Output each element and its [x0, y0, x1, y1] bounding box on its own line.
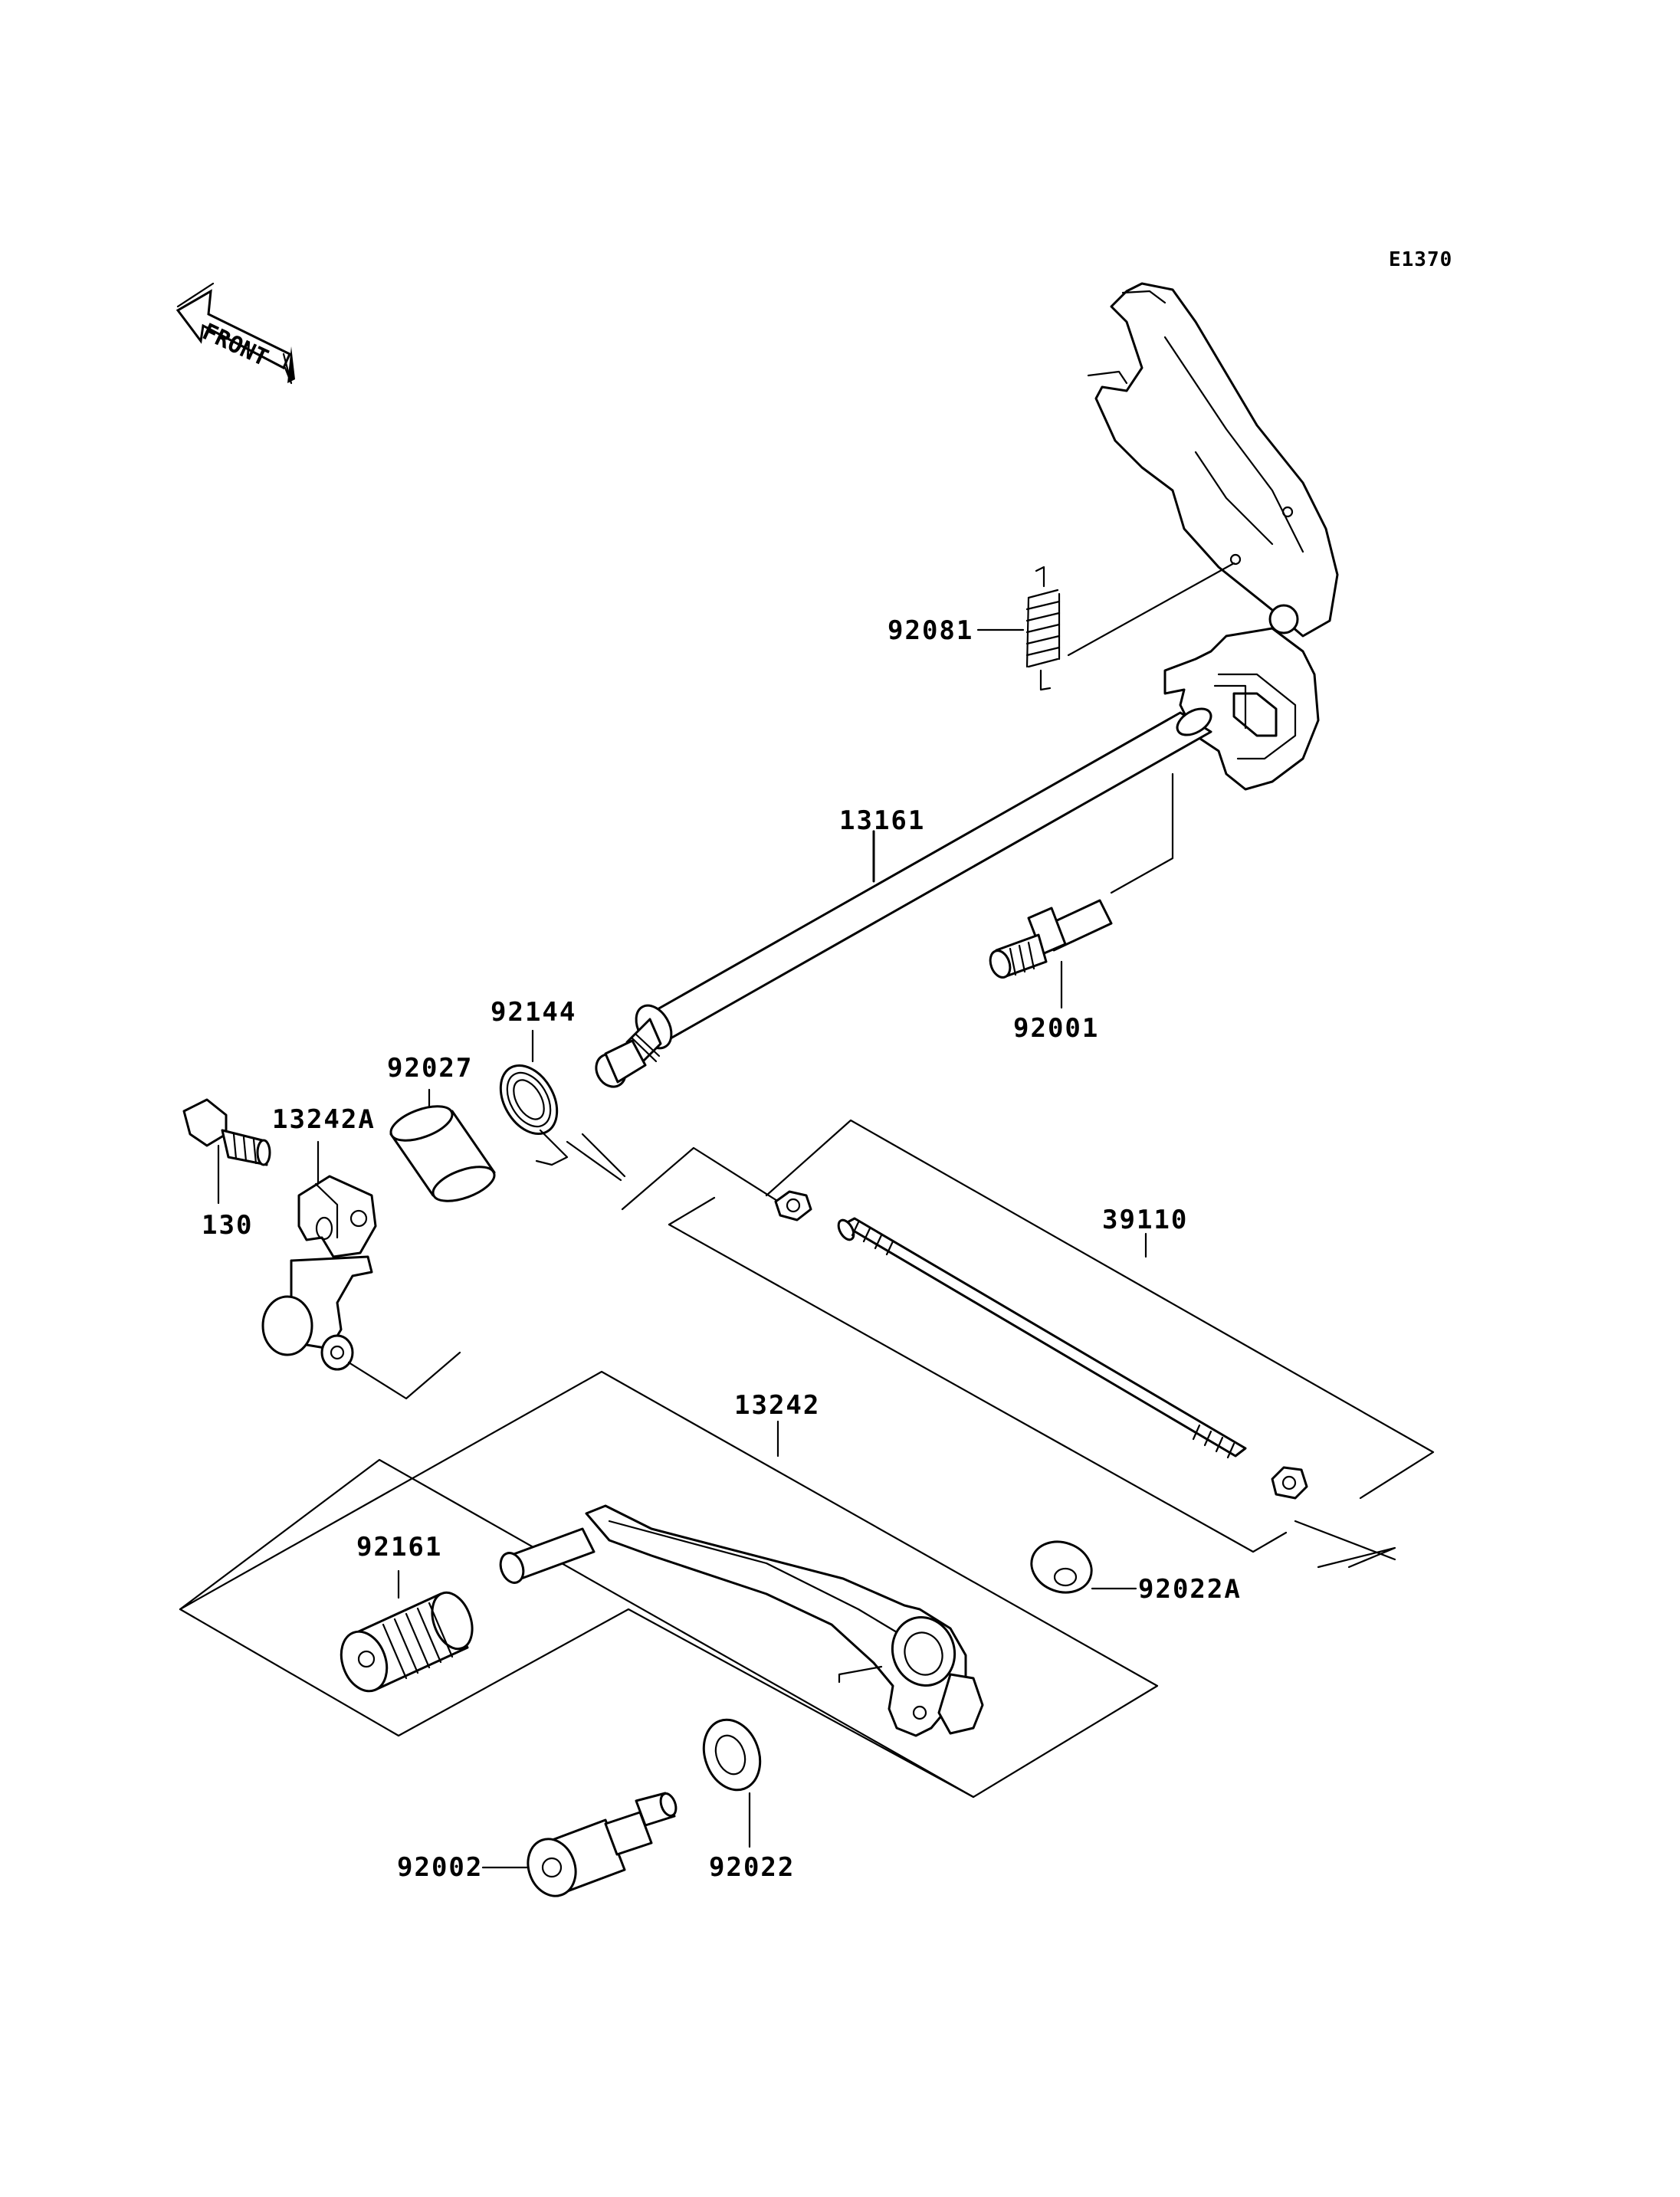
spring-92081: 92081 [888, 562, 1235, 691]
label-13242A: 13242A [272, 1104, 376, 1135]
label-39110: 39110 [1102, 1205, 1188, 1235]
label-92022: 92022 [709, 1852, 795, 1883]
label-13161: 13161 [839, 805, 925, 836]
front-arrow-icon: FRONT [176, 282, 295, 385]
pedal-13242: 13242 [179, 1370, 1159, 1799]
label-92022A: 92022A [1138, 1574, 1242, 1605]
clamp-13242A: 13242A [272, 1104, 377, 1258]
bolt-130: 130 [182, 1098, 271, 1241]
rod-joint [261, 1255, 461, 1400]
washer-92022A: 92022A [1030, 1540, 1242, 1605]
tie-rod-39110: 39110 [621, 1119, 1435, 1569]
label-92002: 92002 [397, 1852, 483, 1883]
label-130: 130 [202, 1210, 253, 1241]
label-92081: 92081 [888, 615, 973, 646]
bolt-92002: 92002 [397, 1792, 678, 1897]
spring-92144: 92144 [491, 997, 626, 1182]
label-92144: 92144 [491, 997, 576, 1028]
shift-arm [1087, 282, 1339, 791]
rubber-92161: 92161 [340, 1532, 474, 1693]
label-92001: 92001 [1013, 1013, 1099, 1044]
shaft-13161: 13161 [595, 707, 1212, 1088]
diagram-code: E1370 [1389, 248, 1452, 271]
label-13242: 13242 [734, 1390, 820, 1421]
collar-92027: 92027 [387, 1053, 496, 1202]
label-92161: 92161 [356, 1532, 442, 1562]
label-92027: 92027 [387, 1053, 473, 1084]
washer-92022: 92022 [702, 1718, 795, 1883]
stud-92001: 92001 [989, 772, 1174, 1044]
